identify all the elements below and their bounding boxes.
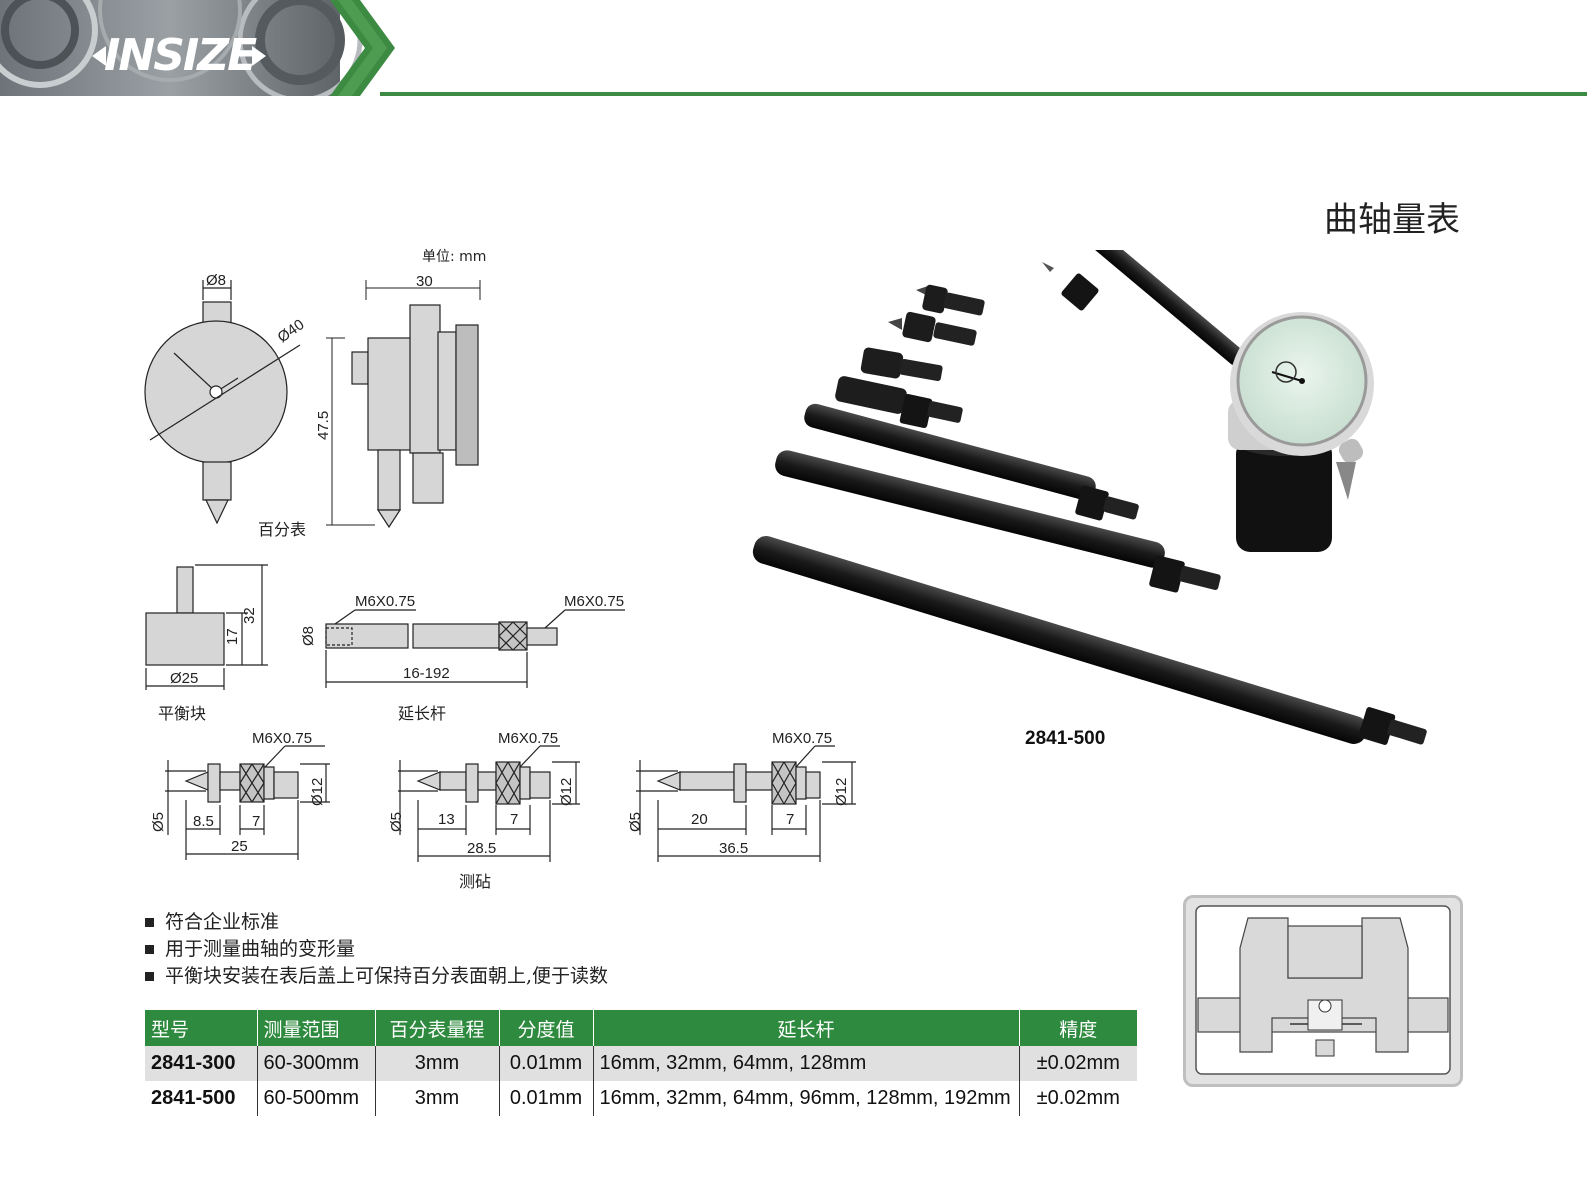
anvil-2-thread: M6X0.75 bbox=[498, 730, 558, 747]
col-header-model: 型号 bbox=[145, 1010, 258, 1046]
page-title: 曲轴量表 bbox=[1324, 200, 1460, 240]
product-model-caption: 2841-500 bbox=[1025, 728, 1106, 749]
anvil-2-tip-diameter: Ø5 bbox=[388, 812, 405, 832]
anvil-2-dim-b: 7 bbox=[510, 811, 518, 828]
cell-range: 60-300mm bbox=[257, 1046, 376, 1081]
extension-caption: 延长杆 bbox=[398, 704, 446, 723]
anvil-2-total: 28.5 bbox=[467, 840, 496, 857]
dial-width-dim: 30 bbox=[416, 273, 433, 290]
anvil-3-body-diameter: Ø12 bbox=[833, 778, 850, 806]
dial-side-dims bbox=[326, 280, 481, 526]
anvil-3-tip-diameter: Ø5 bbox=[627, 812, 644, 832]
dial-caption: 百分表 bbox=[258, 520, 306, 539]
logo-right-arrow-icon bbox=[252, 46, 266, 66]
bullet-square-icon bbox=[145, 972, 154, 981]
anvil-3-drawing bbox=[636, 745, 856, 862]
cell-extension-rods: 16mm, 32mm, 64mm, 96mm, 128mm, 192mm bbox=[593, 1081, 1020, 1116]
col-header-graduation: 分度值 bbox=[499, 1010, 594, 1046]
anvil-3-dim-a: 20 bbox=[691, 811, 708, 828]
logo-left-arrow-icon bbox=[92, 46, 106, 66]
col-header-accuracy: 精度 bbox=[1019, 1010, 1137, 1046]
product-photo bbox=[752, 250, 1427, 745]
usage-illustration bbox=[1183, 895, 1463, 1087]
cell-graduation: 0.01mm bbox=[499, 1046, 594, 1081]
extension-thread-right: M6X0.75 bbox=[564, 593, 624, 610]
anvil-2-dim-a: 13 bbox=[438, 811, 455, 828]
extension-diameter: Ø8 bbox=[300, 626, 317, 646]
technical-drawings: 单位: mm Ø8 Ø40 百分表 30 47.5 bbox=[144, 249, 856, 891]
extension-rod-photos bbox=[752, 403, 1427, 745]
col-header-extension-rods: 延长杆 bbox=[593, 1010, 1020, 1046]
cell-model: 2841-300 bbox=[145, 1046, 258, 1081]
spec-table: 型号 测量范围 百分表量程 分度值 延长杆 精度 2841-300 60-300… bbox=[145, 1010, 1137, 1116]
anvil-1-total: 25 bbox=[231, 838, 248, 855]
anvil-1-body-diameter: Ø12 bbox=[309, 778, 326, 806]
cell-accuracy: ±0.02mm bbox=[1019, 1046, 1137, 1081]
cell-model: 2841-500 bbox=[145, 1081, 258, 1116]
balance-diameter: Ø25 bbox=[170, 670, 198, 687]
anvil-3-dim-b: 7 bbox=[786, 811, 794, 828]
anvil-photos bbox=[835, 284, 985, 429]
unit-note: 单位: mm bbox=[422, 249, 486, 265]
dial-face-diameter: Ø40 bbox=[275, 316, 308, 346]
dial-indicator-photo bbox=[1042, 250, 1374, 552]
anvil-1-dim-b: 7 bbox=[252, 813, 260, 830]
cell-graduation: 0.01mm bbox=[499, 1081, 594, 1116]
col-header-range: 测量范围 bbox=[257, 1010, 376, 1046]
dial-side-view bbox=[351, 304, 479, 529]
feature-item: 用于测量曲轴的变形量 bbox=[145, 936, 608, 963]
feature-item: 符合企业标准 bbox=[145, 909, 608, 936]
anvil-3-total: 36.5 bbox=[719, 840, 748, 857]
cell-accuracy: ±0.02mm bbox=[1019, 1081, 1137, 1116]
dial-height-dim: 47.5 bbox=[315, 411, 332, 440]
balance-total-height: 32 bbox=[241, 607, 258, 624]
cell-dial-range: 3mm bbox=[375, 1081, 500, 1116]
header-machinery-image bbox=[0, 0, 395, 96]
crankshaft-usage-diagram bbox=[1195, 905, 1451, 1075]
anvil-1-thread: M6X0.75 bbox=[252, 730, 312, 747]
anvil-1-tip-diameter: Ø5 bbox=[150, 812, 167, 832]
anvil-1-dim-a: 8.5 bbox=[193, 813, 214, 830]
cell-dial-range: 3mm bbox=[375, 1046, 500, 1081]
col-header-dial-range: 百分表量程 bbox=[375, 1010, 500, 1046]
dial-stem-diameter: Ø8 bbox=[206, 272, 226, 289]
anvil-3-thread: M6X0.75 bbox=[772, 730, 832, 747]
cell-range: 60-500mm bbox=[257, 1081, 376, 1116]
dial-front-view bbox=[144, 280, 301, 525]
feature-list: 符合企业标准 用于测量曲轴的变形量 平衡块安装在表后盖上可保持百分表面朝上,便于… bbox=[145, 909, 608, 990]
cell-extension-rods: 16mm, 32mm, 64mm, 128mm bbox=[593, 1046, 1020, 1081]
bullet-square-icon bbox=[145, 918, 154, 927]
extension-thread-left: M6X0.75 bbox=[355, 593, 415, 610]
anvil-1-drawing bbox=[165, 745, 330, 860]
header-rule bbox=[380, 92, 1587, 96]
anvil-2-body-diameter: Ø12 bbox=[558, 778, 575, 806]
extension-rod-drawing bbox=[325, 609, 625, 688]
table-header-row: 型号 测量范围 百分表量程 分度值 延长杆 精度 bbox=[145, 1010, 1137, 1046]
anvil-2-drawing bbox=[398, 745, 580, 862]
feature-item: 平衡块安装在表后盖上可保持百分表面朝上,便于读数 bbox=[145, 963, 608, 990]
bullet-square-icon bbox=[145, 945, 154, 954]
balance-body-height: 17 bbox=[224, 628, 241, 645]
header-banner: INSIZE bbox=[0, 0, 395, 96]
extension-length: 16-192 bbox=[403, 665, 450, 682]
balance-caption: 平衡块 bbox=[158, 704, 206, 723]
anvil-caption: 测砧 bbox=[459, 872, 491, 891]
table-row: 2841-300 60-300mm 3mm 0.01mm 16mm, 32mm,… bbox=[145, 1046, 1137, 1081]
insize-logo: INSIZE bbox=[104, 30, 257, 81]
table-row: 2841-500 60-500mm 3mm 0.01mm 16mm, 32mm,… bbox=[145, 1081, 1137, 1116]
balance-block-drawing bbox=[145, 564, 268, 690]
